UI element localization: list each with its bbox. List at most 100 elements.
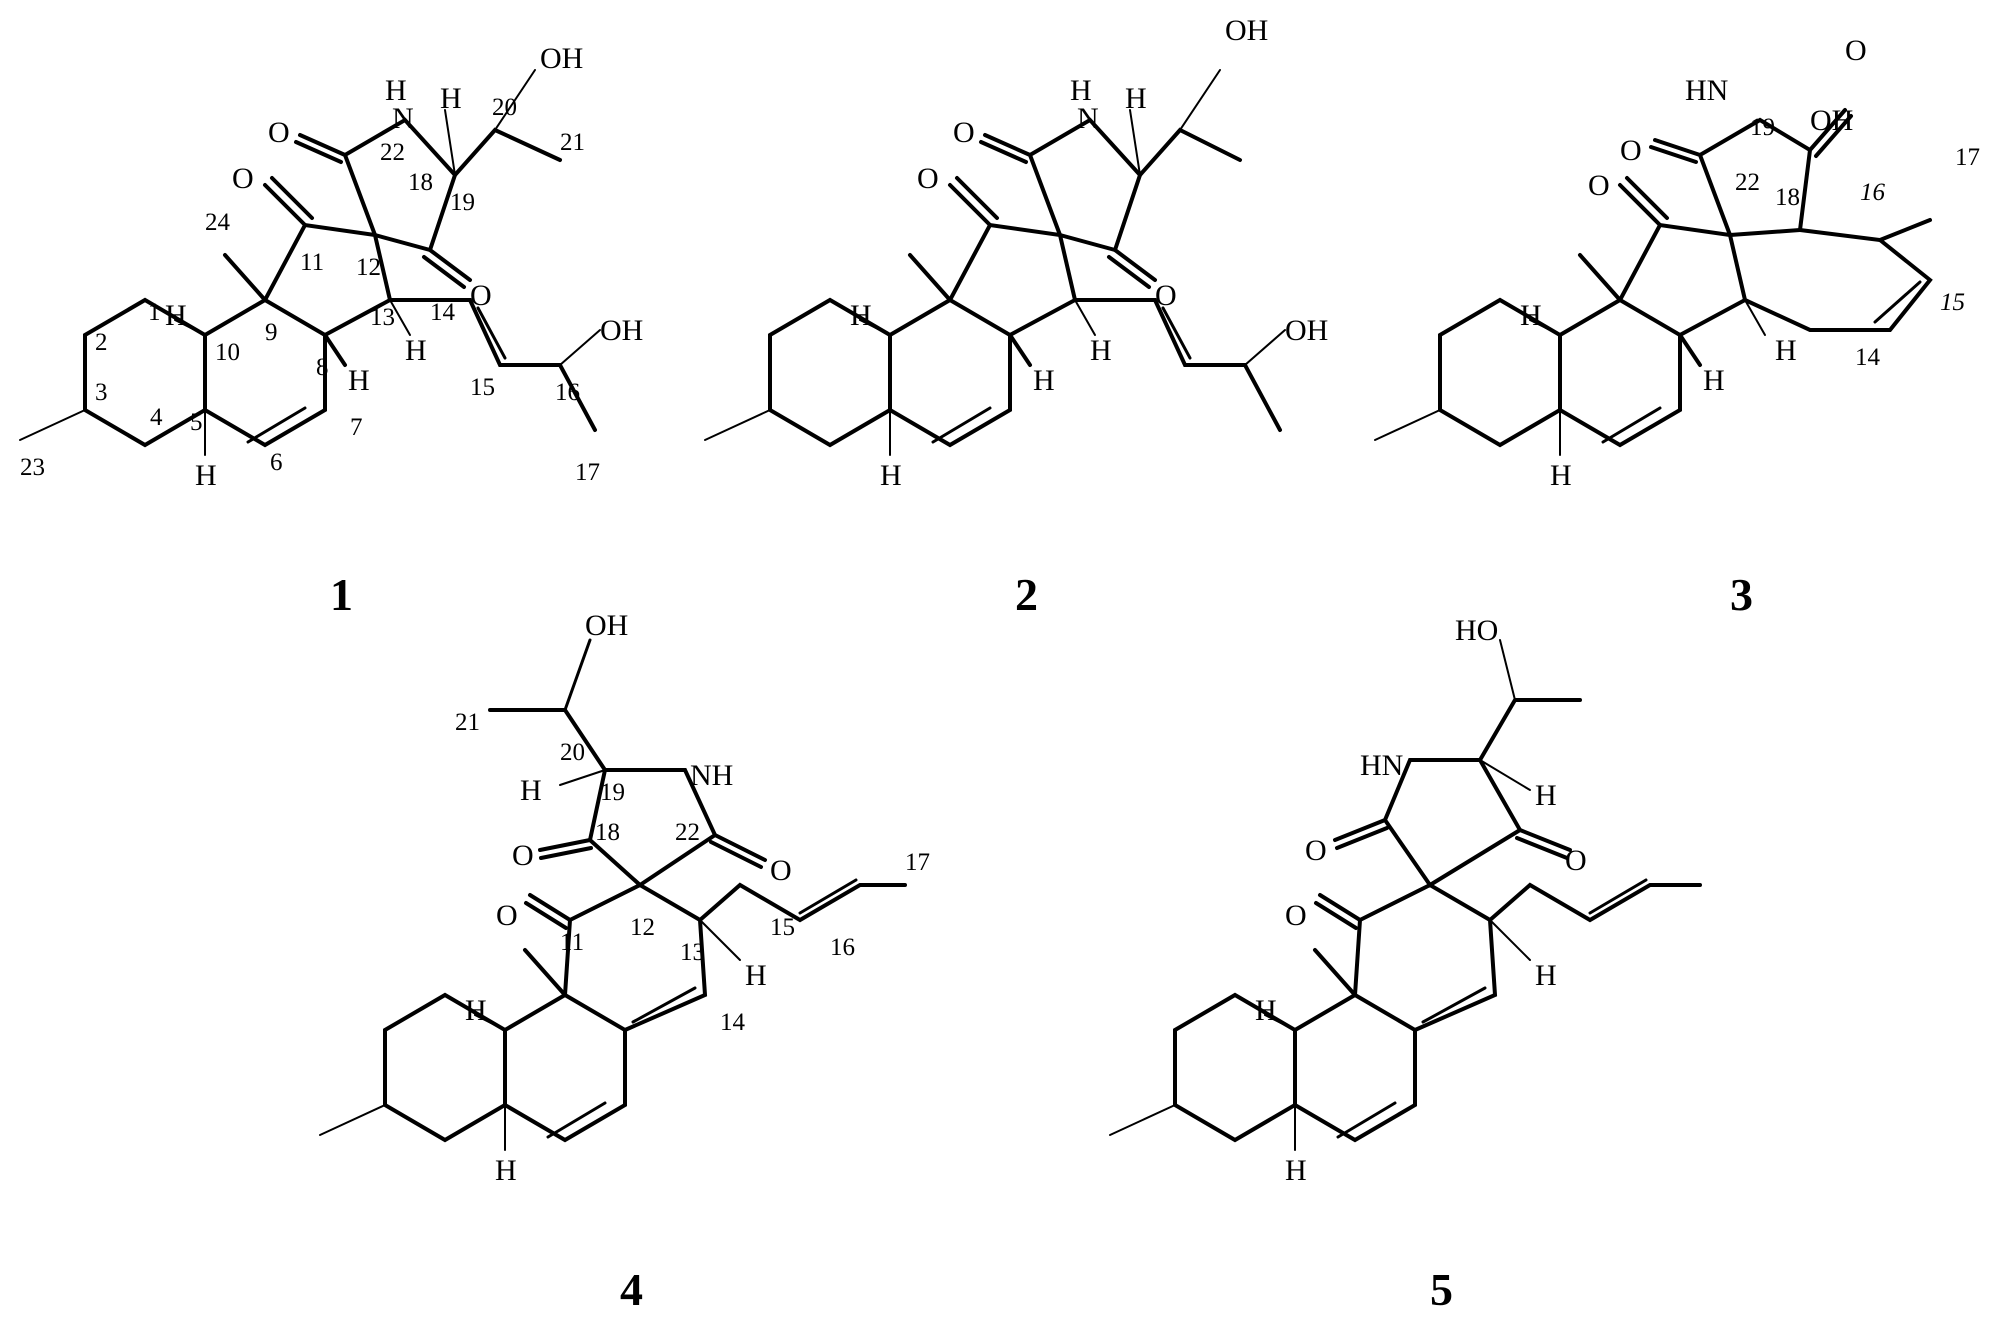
- svg-text:N: N: [1077, 102, 1099, 135]
- svg-text:22: 22: [675, 819, 700, 846]
- svg-text:7: 7: [350, 414, 363, 441]
- svg-text:H: H: [385, 74, 407, 107]
- svg-text:12: 12: [630, 914, 655, 941]
- compound-4-structure: [319, 638, 907, 1151]
- svg-text:H: H: [1550, 459, 1572, 492]
- svg-text:O: O: [1588, 169, 1610, 202]
- svg-text:H: H: [1033, 364, 1055, 397]
- svg-text:H: H: [520, 774, 542, 807]
- svg-text:O: O: [1305, 834, 1327, 867]
- svg-text:H: H: [165, 299, 187, 332]
- svg-text:23: 23: [20, 454, 45, 481]
- svg-text:1: 1: [148, 299, 161, 326]
- svg-text:O: O: [1285, 899, 1307, 932]
- compound-3-labels: HN O OH O O H H H H 19 22 18 16 15 14 17…: [1520, 34, 1980, 620]
- svg-text:O: O: [470, 279, 492, 312]
- svg-text:H: H: [440, 82, 462, 115]
- svg-text:17: 17: [905, 849, 930, 876]
- svg-text:O: O: [512, 839, 534, 872]
- svg-text:2: 2: [95, 329, 108, 356]
- svg-text:14: 14: [430, 299, 456, 326]
- svg-text:11: 11: [300, 249, 324, 276]
- svg-text:19: 19: [600, 779, 625, 806]
- svg-text:O: O: [232, 162, 254, 195]
- svg-text:H: H: [1125, 82, 1147, 115]
- svg-text:O: O: [496, 899, 518, 932]
- svg-text:14: 14: [1855, 344, 1881, 371]
- svg-text:H: H: [1285, 1154, 1307, 1187]
- compound-2-id: 2: [1015, 569, 1038, 620]
- svg-text:18: 18: [408, 169, 433, 196]
- svg-text:OH: OH: [585, 609, 628, 642]
- svg-text:HN: HN: [1360, 749, 1403, 782]
- compound-3-id: 3: [1730, 569, 1753, 620]
- svg-text:H: H: [1535, 779, 1557, 812]
- svg-text:O: O: [917, 162, 939, 195]
- svg-text:H: H: [1535, 959, 1557, 992]
- compound-2-structure: [704, 69, 1286, 456]
- compound-1-id: 1: [330, 569, 353, 620]
- compound-5-structure: [1109, 639, 1702, 1151]
- svg-text:OH: OH: [540, 42, 583, 75]
- svg-text:9: 9: [265, 319, 278, 346]
- svg-text:HN: HN: [1685, 74, 1728, 107]
- svg-text:5: 5: [190, 409, 203, 436]
- svg-text:H: H: [405, 334, 427, 367]
- svg-text:H: H: [1703, 364, 1725, 397]
- svg-text:13: 13: [370, 304, 395, 331]
- svg-text:O: O: [1845, 34, 1867, 67]
- svg-text:OH: OH: [600, 314, 643, 347]
- svg-text:H: H: [850, 299, 872, 332]
- svg-text:17: 17: [575, 459, 600, 486]
- svg-text:H: H: [880, 459, 902, 492]
- svg-text:22: 22: [1735, 169, 1760, 196]
- svg-text:16: 16: [555, 379, 580, 406]
- svg-text:OH: OH: [1810, 104, 1853, 137]
- svg-text:20: 20: [492, 94, 517, 121]
- svg-text:16: 16: [830, 934, 855, 961]
- svg-text:18: 18: [595, 819, 620, 846]
- svg-text:N: N: [392, 102, 414, 135]
- compound-3-structure: [1374, 108, 1933, 456]
- svg-text:O: O: [1155, 279, 1177, 312]
- svg-text:21: 21: [560, 129, 585, 156]
- svg-text:H: H: [745, 959, 767, 992]
- svg-text:11: 11: [560, 929, 584, 956]
- svg-text:24: 24: [205, 209, 231, 236]
- svg-text:18: 18: [1775, 184, 1800, 211]
- compound-5-id: 5: [1430, 1264, 1453, 1315]
- compound-2-labels: OH N H H O O O H H H H OH 2: [850, 14, 1328, 620]
- svg-text:H: H: [1775, 334, 1797, 367]
- svg-text:NH: NH: [690, 759, 733, 792]
- svg-text:13: 13: [680, 939, 705, 966]
- compound-5-labels: HO HN H O O O H H H 5: [1255, 614, 1587, 1315]
- svg-text:19: 19: [1750, 114, 1775, 141]
- svg-text:H: H: [1255, 994, 1277, 1027]
- svg-text:OH: OH: [1285, 314, 1328, 347]
- svg-text:H: H: [195, 459, 217, 492]
- svg-text:21: 21: [455, 709, 480, 736]
- svg-text:15: 15: [470, 374, 495, 401]
- svg-text:12: 12: [356, 254, 381, 281]
- svg-text:H: H: [348, 364, 370, 397]
- svg-text:17: 17: [1955, 144, 1980, 171]
- svg-text:H: H: [1070, 74, 1092, 107]
- svg-text:3: 3: [95, 379, 108, 406]
- svg-text:6: 6: [270, 449, 283, 476]
- svg-text:10: 10: [215, 339, 240, 366]
- svg-text:20: 20: [560, 739, 585, 766]
- svg-text:O: O: [1620, 134, 1642, 167]
- svg-text:4: 4: [150, 404, 163, 431]
- svg-text:H: H: [495, 1154, 517, 1187]
- svg-text:O: O: [953, 116, 975, 149]
- svg-text:O: O: [1565, 844, 1587, 877]
- svg-text:H: H: [465, 994, 487, 1027]
- compound-4-id: 4: [620, 1264, 643, 1315]
- svg-text:H: H: [1090, 334, 1112, 367]
- svg-text:22: 22: [380, 139, 405, 166]
- svg-text:HO: HO: [1455, 614, 1498, 647]
- svg-text:O: O: [770, 854, 792, 887]
- svg-text:14: 14: [720, 1009, 746, 1036]
